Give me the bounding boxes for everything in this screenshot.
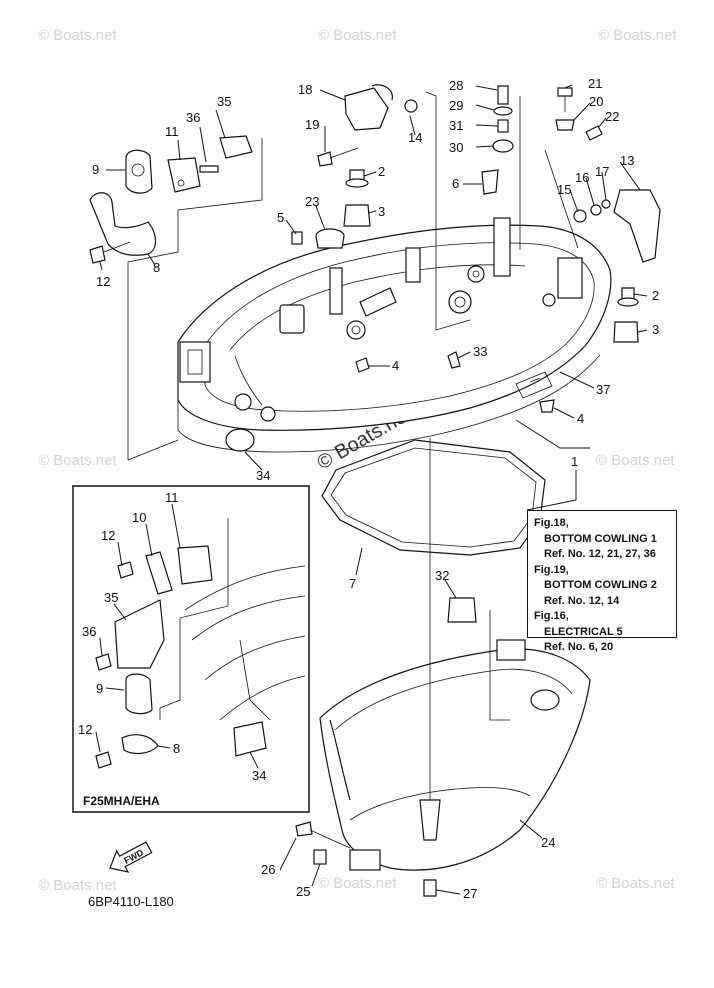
callout-2-right: 2 (652, 288, 659, 303)
watermark: © Boats.net (38, 27, 117, 44)
callout-labels: 35 36 11 9 8 12 18 19 14 28 29 31 30 21 … (78, 76, 659, 901)
inset-callout-9: 9 (96, 681, 103, 696)
fwd-arrow: FWD (109, 841, 153, 873)
inset-panel (72, 485, 310, 813)
callout-5: 5 (277, 210, 284, 225)
small-parts (89, 84, 661, 897)
ref-line: Fig.16, (534, 610, 569, 622)
watermark: © Boats.net (598, 27, 677, 44)
diagram-code: 6BP4110-L180 (88, 894, 174, 909)
ref-line: Fig.18, (534, 517, 569, 529)
callout-29: 29 (449, 98, 463, 113)
lower-cover (319, 639, 591, 871)
inset-callout-8: 8 (173, 741, 180, 756)
inset-callout-11: 11 (165, 490, 179, 505)
callout-9: 9 (92, 162, 99, 177)
callout-19: 19 (305, 117, 319, 132)
callout-11: 11 (165, 124, 179, 139)
inset-callout-34: 34 (252, 768, 266, 783)
inset-title: F25MHA/EHA (83, 794, 160, 808)
ref-line: Fig.19, (534, 563, 569, 576)
callout-2: 2 (378, 164, 385, 179)
ref-line: Ref. No. 12, 21, 27, 36 (544, 548, 656, 560)
callout-25: 25 (296, 884, 310, 899)
callout-35: 35 (217, 94, 231, 109)
inset-callout-12: 12 (101, 528, 115, 543)
callout-3: 3 (378, 204, 385, 219)
watermark: © Boats.net (318, 27, 397, 44)
callout-30: 30 (449, 140, 463, 155)
callout-3-right: 3 (652, 322, 659, 337)
watermark: © Boats.net (38, 877, 117, 894)
callout-32: 32 (435, 568, 449, 583)
inset-callout-12b: 12 (78, 722, 92, 737)
callout-13: 13 (620, 153, 634, 168)
ref-line: BOTTOM COWLING 2 (544, 579, 657, 591)
watermark: © Boats.net (596, 875, 675, 892)
callout-16: 16 (575, 170, 589, 185)
watermark: © Boats.net (596, 452, 675, 469)
callout-23: 23 (305, 194, 319, 209)
inset-callout-10: 10 (132, 510, 146, 525)
callout-12: 12 (96, 274, 110, 289)
cowling-gasket (321, 439, 546, 556)
bottom-cowling-housing (177, 217, 612, 453)
ref-line: Ref. No. 6, 20 (544, 641, 614, 653)
callout-17: 17 (595, 164, 609, 179)
callout-7: 7 (349, 576, 356, 591)
callout-20: 20 (589, 94, 603, 109)
callout-4-right: 4 (577, 411, 584, 426)
callout-8: 8 (153, 260, 160, 275)
ref-line: ELECTRICAL 5 (544, 625, 623, 638)
inset-callout-35: 35 (104, 590, 118, 605)
callout-18: 18 (298, 82, 312, 97)
callout-1: 1 (571, 454, 578, 469)
callout-26: 26 (261, 862, 275, 877)
callout-22: 22 (605, 109, 619, 124)
callout-6: 6 (452, 176, 459, 191)
callout-37: 37 (596, 382, 610, 397)
callout-36: 36 (186, 110, 200, 125)
leader-lines (95, 84, 648, 895)
reference-box: Fig.18, BOTTOM COWLING 1 Ref. No. 12, 21… (527, 510, 677, 653)
callout-28: 28 (449, 78, 463, 93)
watermark: © Boats.net (38, 452, 117, 469)
inset-callout-36: 36 (82, 624, 96, 639)
callout-34: 34 (256, 468, 270, 483)
callout-31: 31 (449, 118, 463, 133)
callout-15: 15 (557, 182, 571, 197)
callout-24: 24 (541, 835, 555, 850)
callout-27: 27 (463, 886, 477, 901)
watermark: © Boats.net (318, 875, 397, 892)
ref-line: BOTTOM COWLING 1 (544, 532, 657, 545)
callout-33: 33 (473, 344, 487, 359)
callout-4: 4 (392, 358, 399, 373)
ref-line: Ref. No. 12, 14 (544, 594, 620, 607)
callout-21: 21 (588, 76, 602, 91)
callout-14: 14 (408, 130, 422, 145)
